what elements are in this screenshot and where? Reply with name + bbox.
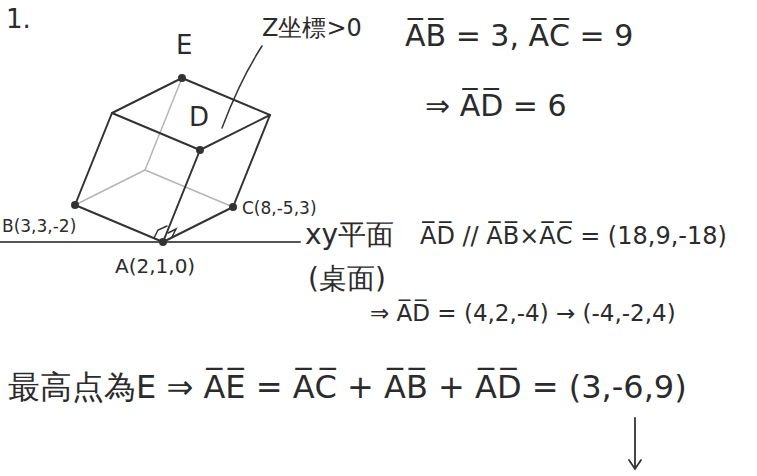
vertex-dot	[197, 147, 203, 153]
edge	[200, 115, 270, 150]
annotation: Z坐標>0	[262, 14, 362, 43]
edge	[112, 78, 182, 113]
right-angle-mark	[154, 226, 167, 238]
right-angle-mark	[168, 229, 176, 237]
leader-line	[222, 46, 262, 128]
plane-label: xy平面	[305, 218, 394, 252]
vertex-dot	[72, 202, 78, 208]
vertex-label: E	[176, 30, 192, 61]
down-arrow	[634, 418, 636, 468]
equation: A̅D̅ // A̅B̅×A̅C̅ = (18,9,-18)	[420, 222, 727, 251]
vertex-label: D	[189, 102, 209, 133]
edge	[112, 113, 200, 150]
equation: ⇒ A̅D̅ = (4,2,-4) → (-4,-2,4)	[370, 300, 676, 328]
equation: 最高点為E ⇒ A̅E̅ = A̅C̅ + A̅B̅ + A̅D̅ = (3,-…	[8, 368, 687, 406]
edge	[163, 207, 233, 242]
vertex-dot	[160, 239, 166, 245]
vertex-dot	[230, 204, 236, 210]
point-coordinate: C(8,-5,3)	[242, 198, 317, 218]
problem-number: 1.	[6, 4, 31, 35]
xy-plane-line	[0, 241, 300, 243]
equation: A̅B̅ = 3, A̅C̅ = 9	[405, 18, 633, 54]
plane-label: (桌面)	[308, 262, 386, 296]
vertex-dot	[179, 75, 185, 81]
point-coordinate: B(3,3,-2)	[2, 216, 76, 236]
hidden-edge	[145, 78, 182, 170]
equation: ⇒ A̅D̅ = 6	[425, 88, 567, 124]
edge	[163, 150, 200, 242]
hidden-edge	[75, 170, 145, 205]
edge	[233, 115, 270, 207]
down-arrow-head	[629, 460, 641, 469]
edge	[75, 113, 112, 205]
edge	[75, 205, 163, 242]
point-coordinate: A(2,1,0)	[115, 254, 195, 278]
